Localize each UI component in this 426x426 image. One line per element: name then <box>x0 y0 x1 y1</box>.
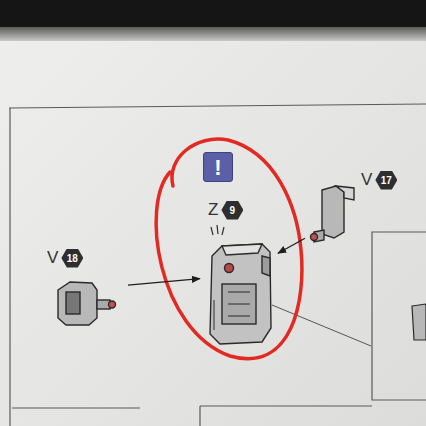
z9-part <box>210 225 271 344</box>
hand-circle <box>156 139 302 359</box>
part-letter: V <box>361 170 372 190</box>
assembly-arrow <box>278 238 305 253</box>
part-node: V18 <box>44 248 128 330</box>
part-number: 17 <box>375 171 397 190</box>
v17-part <box>311 186 355 242</box>
panel-part <box>412 304 426 340</box>
caution-mark: ! <box>203 152 233 182</box>
part-node: Z9 <box>200 200 278 350</box>
part-node: V17 <box>305 170 410 248</box>
part-letter: Z <box>208 200 218 220</box>
assembly-arrow <box>128 279 200 286</box>
part-number: 18 <box>61 249 83 268</box>
part-number: 9 <box>221 201 243 220</box>
frame-lines <box>9 104 426 426</box>
v18-part <box>58 282 116 325</box>
page-edge <box>0 27 426 41</box>
leader-line <box>272 305 371 346</box>
part-letter: V <box>47 248 58 268</box>
dark-band <box>0 0 426 27</box>
